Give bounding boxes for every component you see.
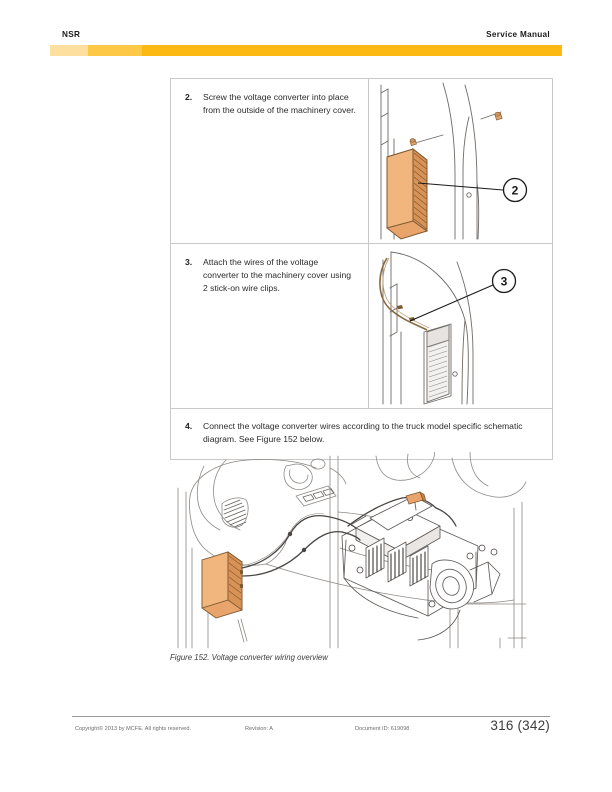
table-row: 4. Connect the voltage converter wires a… [171, 409, 552, 459]
callout-marker-2: 2 [502, 177, 528, 203]
callout-label: 2 [512, 184, 519, 198]
footer-page-number: 316 (342) [490, 718, 550, 733]
figure-caption: Figure 152. Voltage converter wiring ove… [170, 653, 328, 662]
footer-document-id: Document ID: 619098 [355, 726, 410, 732]
footer-divider [72, 716, 550, 717]
header-left-label: NSR [62, 30, 81, 39]
step-text-cell: 3. Attach the wires of the voltage conve… [171, 244, 369, 408]
procedure-step-table: 2. Screw the voltage converter into plac… [170, 78, 553, 461]
step-instruction: Connect the voltage converter wires acco… [203, 421, 523, 445]
footer-revision: Revision: A [245, 726, 273, 732]
footer-copyright: Copyright© 2013 by MCFE. All rights rese… [75, 726, 192, 732]
table-row: 3. Attach the wires of the voltage conve… [171, 244, 552, 409]
table-row: 2. Screw the voltage converter into plac… [171, 79, 552, 244]
step-number: 2. [185, 92, 193, 102]
step-number: 4. [185, 421, 193, 431]
header-bar-segment-2 [88, 45, 142, 56]
step-number: 3. [185, 257, 193, 267]
header-bar-segment-3 [142, 45, 562, 56]
voltage-converter-block [201, 551, 243, 619]
step-instruction: Attach the wires of the voltage converte… [203, 257, 352, 294]
callout-label: 3 [501, 275, 508, 289]
page-header: NSR Service Manual [0, 0, 612, 70]
step-illustration-3: 3 [369, 244, 552, 408]
step-instruction: Screw the voltage converter into place f… [203, 92, 356, 116]
header-bar-segment-1 [50, 45, 88, 56]
page-footer: Copyright© 2013 by MCFE. All rights rese… [0, 716, 612, 756]
harness-connector [405, 491, 427, 505]
step-text-cell: 2. Screw the voltage converter into plac… [171, 79, 369, 243]
step-text-cell: 4. Connect the voltage converter wires a… [171, 409, 552, 459]
step-illustration-2: 2 [369, 79, 552, 243]
header-right-label: Service Manual [486, 30, 550, 39]
figure-152-illustration [170, 452, 530, 652]
callout-marker-3: 3 [491, 268, 517, 294]
